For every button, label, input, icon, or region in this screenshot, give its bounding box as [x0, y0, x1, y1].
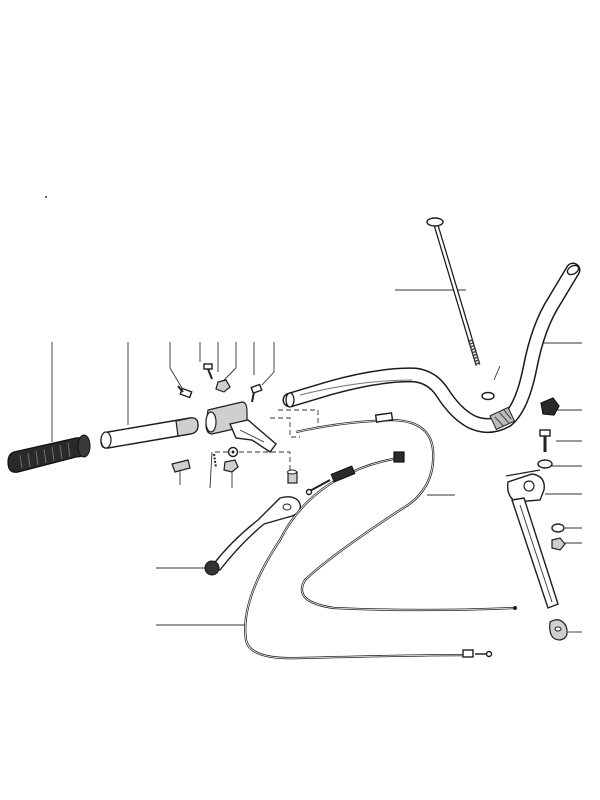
washer-1 [227, 446, 239, 458]
knurled-nut [540, 397, 560, 416]
spring-pin [213, 453, 217, 469]
right-assembly [505, 397, 568, 641]
lever-housing [205, 401, 277, 453]
washer-3 [551, 523, 565, 533]
cable-end [462, 649, 493, 658]
pivot-block [505, 469, 545, 503]
end-cap [549, 619, 568, 641]
handgrip [7, 434, 91, 473]
long-bolt [426, 217, 501, 401]
bolt-washer [481, 391, 495, 401]
screw-3 [250, 383, 263, 403]
washer-2 [537, 459, 553, 469]
operating-arm [511, 497, 559, 609]
screw-2 [203, 363, 213, 380]
leader-lines [51, 289, 582, 633]
nut-2 [223, 459, 239, 473]
handlebar-knurl [489, 406, 516, 431]
clip-1 [171, 459, 191, 473]
speck-mark [45, 196, 47, 198]
clutch-lever [204, 496, 302, 576]
throttle-sleeve [100, 417, 199, 449]
nut-1 [215, 379, 231, 393]
nut-4 [551, 537, 566, 551]
handlebar [282, 262, 581, 433]
small-fasteners [171, 363, 298, 484]
cables [244, 412, 517, 660]
cable-adjuster [305, 465, 356, 496]
screw-1 [177, 385, 193, 399]
bolt [539, 429, 551, 452]
nut-3 [287, 469, 298, 484]
lever-ball-end [204, 560, 220, 576]
